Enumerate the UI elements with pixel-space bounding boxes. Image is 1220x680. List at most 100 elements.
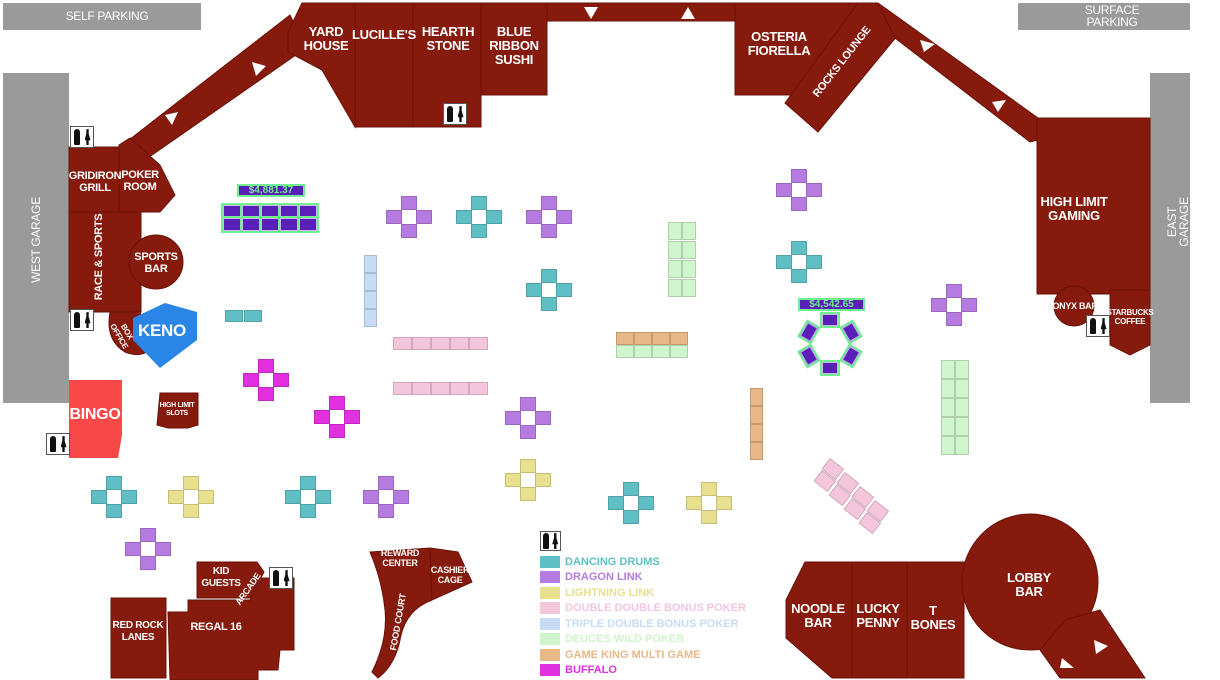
slot-machine-dragon_link[interactable] (526, 210, 542, 224)
slot-machine-lightning_link[interactable] (686, 496, 702, 510)
slot-machine-jackpot-bank[interactable] (223, 205, 241, 218)
keno-area[interactable] (133, 303, 197, 368)
slot-machine-dragon_link[interactable] (520, 425, 536, 439)
slot-machine-deuces[interactable] (668, 279, 682, 297)
slot-machine-jackpot-bank[interactable] (299, 218, 317, 231)
slot-machine-dancing_drums[interactable] (541, 297, 557, 311)
slot-machine-dragon_link[interactable] (541, 196, 557, 210)
lobby-bar-area[interactable] (961, 513, 1099, 651)
slot-machine-jackpot-bank[interactable] (242, 205, 260, 218)
slot-machine-dancing_drums[interactable] (300, 476, 316, 490)
slot-machine-dancing_drums[interactable] (106, 476, 122, 490)
slot-machine-jackpot-bank[interactable] (822, 314, 838, 326)
slot-machine-dancing_drums[interactable] (225, 310, 243, 322)
slot-machine-buffalo[interactable] (243, 373, 259, 387)
slot-machine-deuces[interactable] (955, 398, 969, 417)
slot-machine-buffalo[interactable] (329, 396, 345, 410)
slot-machine-deuces[interactable] (682, 279, 696, 297)
self-parking-area[interactable] (3, 3, 201, 30)
lucky-penny-area[interactable] (851, 561, 908, 679)
slot-machine-game_king[interactable] (750, 424, 763, 442)
food-court-area[interactable] (369, 547, 433, 679)
slot-machine-deuces[interactable] (670, 345, 688, 358)
slot-machine-dragon_link[interactable] (416, 210, 432, 224)
t-bones-area[interactable] (906, 561, 965, 679)
slot-machine-deuces[interactable] (668, 241, 682, 259)
slot-machine-dancing_drums[interactable] (791, 241, 807, 255)
slot-machine-game_king[interactable] (616, 332, 634, 345)
slot-machine-dancing_drums[interactable] (471, 196, 487, 210)
slot-machine-dragon_link[interactable] (556, 210, 572, 224)
slot-machine-game_king[interactable] (652, 332, 670, 345)
slot-machine-dragon_link[interactable] (520, 397, 536, 411)
slot-machine-ddb_poker[interactable] (469, 337, 488, 350)
slot-machine-buffalo[interactable] (344, 410, 360, 424)
slot-machine-dancing_drums[interactable] (285, 490, 301, 504)
slot-machine-dancing_drums[interactable] (121, 490, 137, 504)
slot-machine-dragon_link[interactable] (140, 528, 156, 542)
surface-parking-area[interactable] (1018, 3, 1190, 30)
slot-machine-deuces[interactable] (955, 417, 969, 436)
slot-machine-dancing_drums[interactable] (556, 283, 572, 297)
blue-ribbon-area[interactable] (480, 2, 548, 96)
slot-machine-dancing_drums[interactable] (623, 482, 639, 496)
slot-machine-buffalo[interactable] (329, 424, 345, 438)
slot-machine-dragon_link[interactable] (363, 490, 379, 504)
slot-machine-jackpot-bank[interactable] (261, 218, 279, 231)
slot-machine-buffalo[interactable] (258, 387, 274, 401)
slot-machine-dancing_drums[interactable] (486, 210, 502, 224)
bingo-area[interactable] (69, 380, 122, 458)
slot-machine-deuces[interactable] (955, 360, 969, 379)
slot-machine-buffalo[interactable] (273, 373, 289, 387)
slot-machine-deuces[interactable] (955, 379, 969, 398)
slot-machine-dragon_link[interactable] (946, 312, 962, 326)
slot-machine-dragon_link[interactable] (401, 224, 417, 238)
slot-machine-ddb_poker[interactable] (450, 337, 469, 350)
slot-machine-dragon_link[interactable] (946, 284, 962, 298)
slot-machine-dancing_drums[interactable] (471, 224, 487, 238)
slot-machine-tdb_poker[interactable] (364, 273, 377, 291)
slot-machine-jackpot-bank[interactable] (242, 218, 260, 231)
slot-machine-game_king[interactable] (750, 406, 763, 424)
slot-machine-deuces[interactable] (668, 222, 682, 240)
slot-machine-dancing_drums[interactable] (608, 496, 624, 510)
slot-machine-dancing_drums[interactable] (456, 210, 472, 224)
slot-machine-dancing_drums[interactable] (315, 490, 331, 504)
slot-machine-deuces[interactable] (941, 436, 955, 455)
slot-machine-dragon_link[interactable] (378, 504, 394, 518)
slot-machine-dancing_drums[interactable] (541, 269, 557, 283)
slot-machine-dancing_drums[interactable] (791, 269, 807, 283)
slot-machine-dragon_link[interactable] (791, 169, 807, 183)
slot-machine-dragon_link[interactable] (541, 224, 557, 238)
west-garage-area[interactable] (3, 73, 69, 403)
slot-machine-deuces[interactable] (652, 345, 670, 358)
onyx-bar-area[interactable] (1053, 285, 1095, 327)
slot-machine-deuces[interactable] (941, 379, 955, 398)
slot-machine-tdb_poker[interactable] (364, 255, 377, 273)
slot-machine-ddb_poker[interactable] (393, 382, 412, 395)
poker-room-area[interactable] (118, 137, 176, 213)
slot-machine-tdb_poker[interactable] (364, 309, 377, 327)
slot-machine-jackpot-bank[interactable] (261, 205, 279, 218)
slot-machine-jackpot-bank[interactable] (223, 218, 241, 231)
slot-machine-ddb_poker[interactable] (393, 337, 412, 350)
slot-machine-deuces[interactable] (616, 345, 634, 358)
slot-machine-dancing_drums[interactable] (91, 490, 107, 504)
slot-machine-dragon_link[interactable] (505, 411, 521, 425)
kid-guests-area[interactable] (196, 561, 265, 599)
slot-machine-dragon_link[interactable] (393, 490, 409, 504)
slot-machine-dragon_link[interactable] (791, 197, 807, 211)
slot-machine-deuces[interactable] (682, 241, 696, 259)
slot-machine-dragon_link[interactable] (961, 298, 977, 312)
slot-machine-dancing_drums[interactable] (806, 255, 822, 269)
high-limit-slots-area[interactable] (156, 392, 199, 429)
slot-machine-game_king[interactable] (634, 332, 652, 345)
slot-machine-ddb_poker[interactable] (431, 382, 450, 395)
cashier-cage-area[interactable] (429, 547, 473, 601)
lucilles-area[interactable] (354, 2, 414, 128)
starbucks-area[interactable] (1109, 289, 1151, 356)
slot-machine-dragon_link[interactable] (140, 556, 156, 570)
slot-machine-deuces[interactable] (941, 398, 955, 417)
slot-machine-lightning_link[interactable] (183, 504, 199, 518)
slot-machine-dragon_link[interactable] (386, 210, 402, 224)
